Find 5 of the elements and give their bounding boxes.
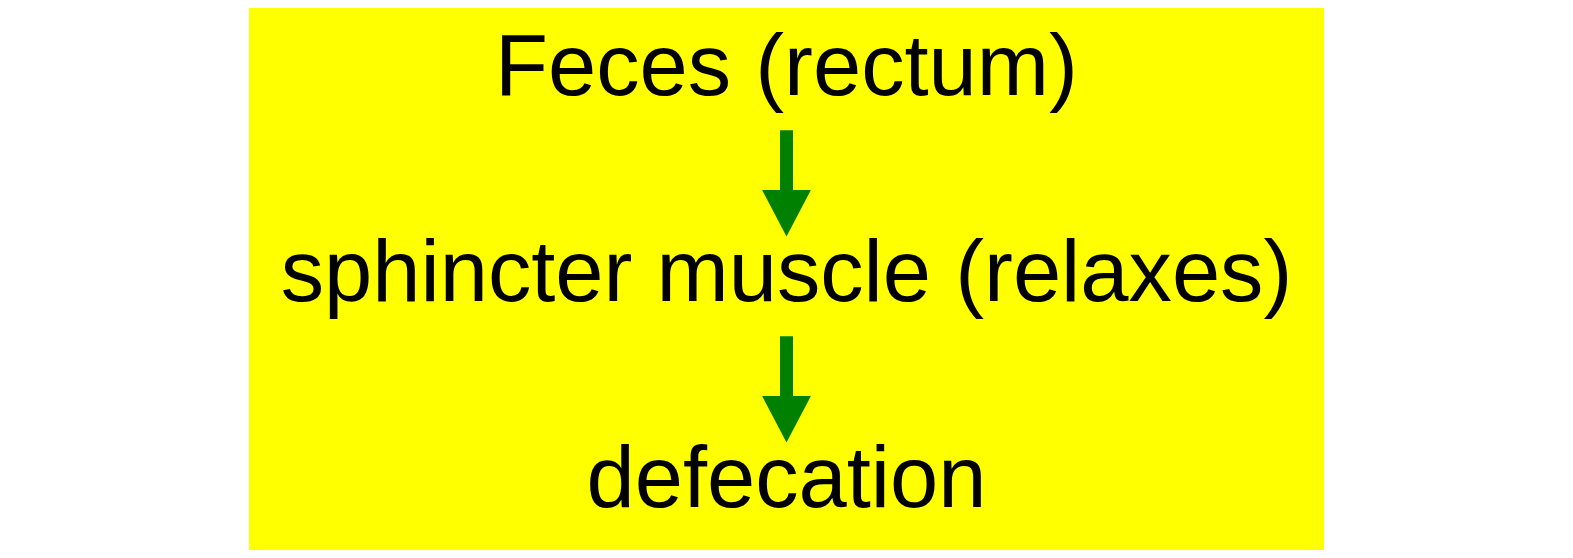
node-text: defecation	[586, 428, 987, 525]
node-text: sphincter muscle (relaxes)	[280, 222, 1293, 319]
arrow	[762, 336, 811, 443]
node-text: Feces (rectum)	[495, 16, 1078, 113]
arrow	[762, 130, 811, 237]
